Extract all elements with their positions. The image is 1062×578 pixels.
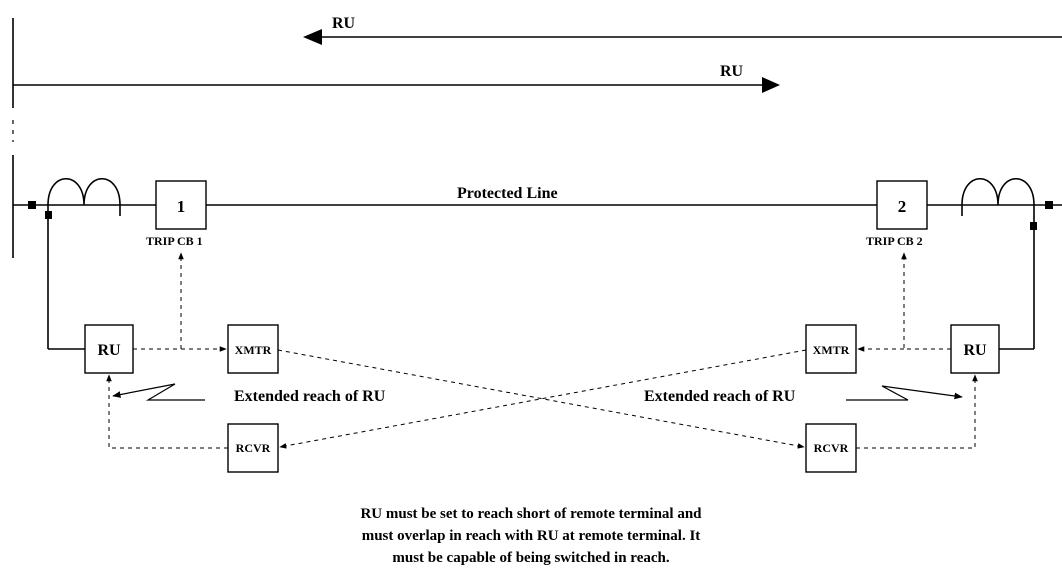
pilot-channel-right-to-left (279, 349, 807, 449)
right-extended-reach-label: Extended reach of RU (644, 388, 796, 405)
right-ru-relay-box (950, 324, 1000, 374)
remote-reach-arrowhead (303, 29, 322, 45)
setting-note-line-1: RU must be set to reach short of remote … (360, 506, 702, 522)
left-xmtr-box (227, 324, 279, 374)
local-reach-arrowhead (762, 77, 780, 93)
left-xmtr-label: XMTR (235, 343, 272, 357)
left-rcvr-box (227, 423, 279, 473)
breaker-2-number: 2 (898, 197, 907, 216)
left-extended-reach-label: Extended reach of RU (234, 388, 386, 405)
right-junction (1045, 201, 1053, 209)
right-rcvr-to-relay-path (856, 374, 978, 449)
left-ru-relay-label: RU (97, 342, 121, 359)
breaker-1-box (155, 180, 207, 230)
right-xmtr-label: XMTR (813, 343, 850, 357)
right-ru-relay-label: RU (963, 342, 987, 359)
left-ct-terminal (45, 211, 52, 219)
left-junction (28, 201, 36, 209)
right-extended-reach-arrow (846, 385, 963, 401)
right-ct-icon (961, 178, 1035, 206)
left-extended-reach-arrow (112, 383, 205, 401)
remote-reach-label: RU (332, 15, 356, 32)
breaker-2-box (876, 180, 928, 230)
pilot-channel-left-to-right (277, 349, 805, 449)
right-trip-signal-path (901, 252, 951, 350)
left-ct-icon (47, 178, 121, 211)
setting-note-line-3: must be capable of being switched in rea… (392, 550, 670, 566)
breaker-1-trip-label: TRIP CB 1 (146, 234, 203, 248)
setting-note-line-2: must overlap in reach with RU at remote … (361, 528, 701, 544)
local-reach-label: RU (720, 63, 744, 80)
breaker-1-number: 1 (177, 197, 186, 216)
protected-line-label: Protected Line (457, 185, 558, 202)
left-ru-relay-box (84, 324, 134, 374)
left-trip-signal-path (133, 252, 184, 350)
breaker-2-trip-label: TRIP CB 2 (866, 234, 923, 248)
left-rcvr-to-relay-path (106, 374, 228, 449)
left-rcvr-label: RCVR (236, 441, 271, 455)
right-rcvr-label: RCVR (814, 441, 849, 455)
right-xmtr-box (805, 324, 857, 374)
setting-note: RU must be set to reach short of remote … (300, 503, 762, 569)
